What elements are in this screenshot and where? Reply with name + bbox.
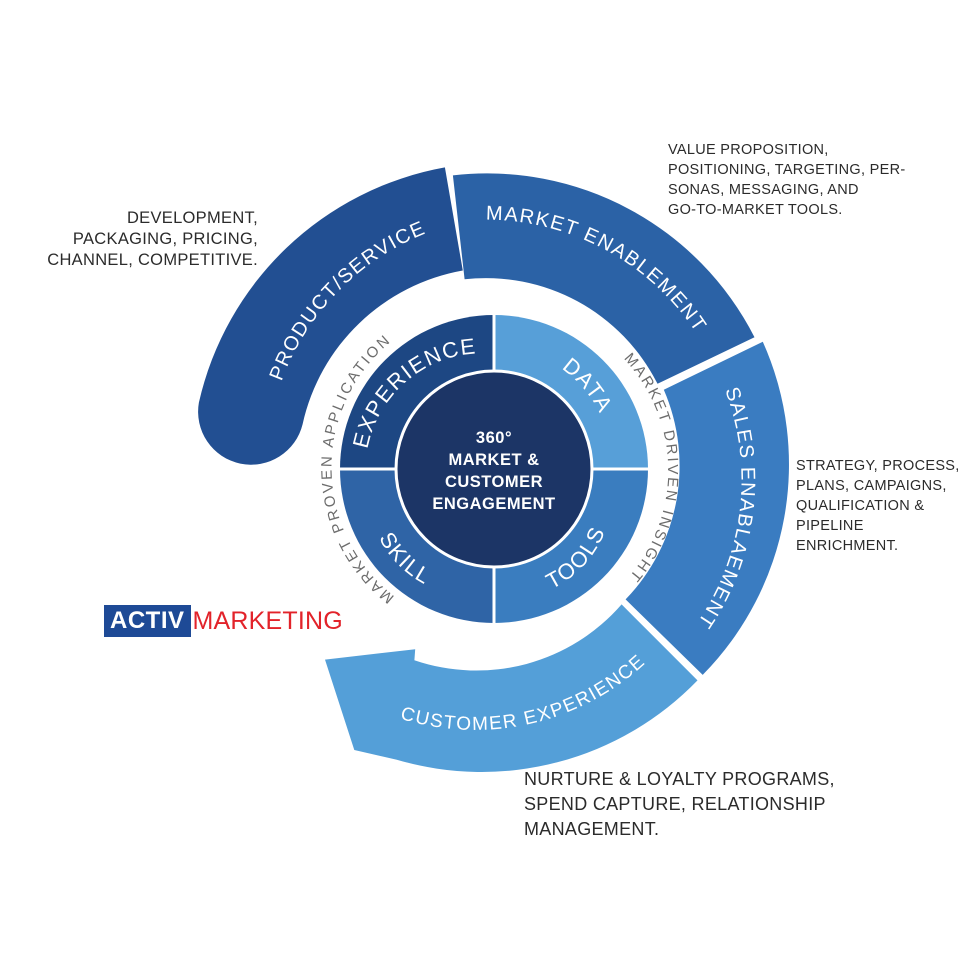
sales-enablement-segment — [625, 341, 789, 675]
market-enablement-segment — [452, 173, 755, 384]
activ-marketing-logo: ACTIV MARKETING — [104, 605, 343, 637]
inner-circle — [340, 315, 648, 623]
customer-experience-arrow — [325, 604, 698, 772]
customer-experience-description: NURTURE & LOYALTY PROGRAMS, SPEND CAPTUR… — [524, 769, 835, 839]
logo-marketing-word: MARKETING — [192, 606, 343, 635]
sales-enablement-description: STRATEGY, PROCESS, PLANS, CAMPAIGNS, QUA… — [796, 458, 960, 554]
market-enablement-description: VALUE PROPOSITION, POSITIONING, TARGETIN… — [668, 142, 906, 218]
center-title-line-1: 360° — [476, 429, 512, 447]
outer-ring — [198, 167, 789, 772]
center-title-line-4: ENGAGEMENT — [432, 495, 555, 513]
product-service-segment — [198, 167, 463, 465]
logo-activ-box: ACTIV — [104, 605, 191, 637]
center-title: 360° MARKET & CUSTOMER ENGAGEMENT — [432, 429, 555, 513]
center-title-line-2: MARKET & — [448, 451, 539, 469]
center-circle — [394, 369, 594, 569]
center-title-line-3: CUSTOMER — [445, 473, 543, 491]
product-service-description: DEVELOPMENT, PACKAGING, PRICING, CHANNEL… — [47, 209, 258, 269]
